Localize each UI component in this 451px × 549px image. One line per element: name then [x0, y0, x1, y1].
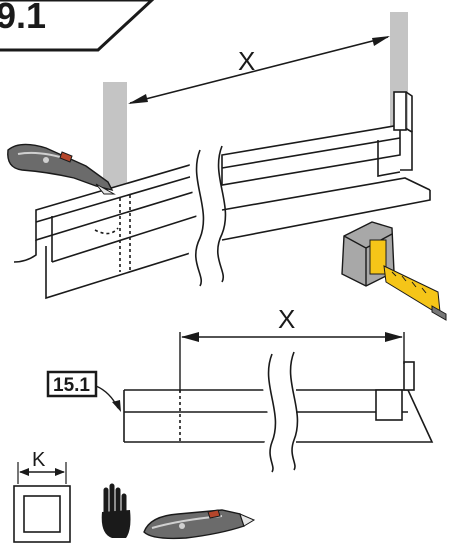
tape-measure-icon	[341, 221, 447, 321]
top-dimension: X	[128, 36, 390, 104]
gutter-side-view	[123, 351, 434, 476]
step-badge: 9.1	[0, 0, 155, 52]
reference-tag-label: 15.1	[53, 375, 90, 396]
hand-pointing-icon	[101, 483, 131, 538]
utility-knife-bottom-icon	[143, 509, 256, 540]
profile-detail: K	[13, 449, 71, 543]
reference-tag: 15.1	[46, 370, 121, 412]
side-dimension-label: X	[278, 304, 295, 334]
top-dimension-label: X	[238, 46, 255, 76]
profile-dimension-label: K	[32, 449, 46, 471]
side-dimension: X	[179, 304, 405, 392]
step-number: 9.1	[0, 0, 46, 36]
gutter-rail-3d	[13, 12, 431, 300]
utility-knife-icon	[7, 143, 116, 195]
